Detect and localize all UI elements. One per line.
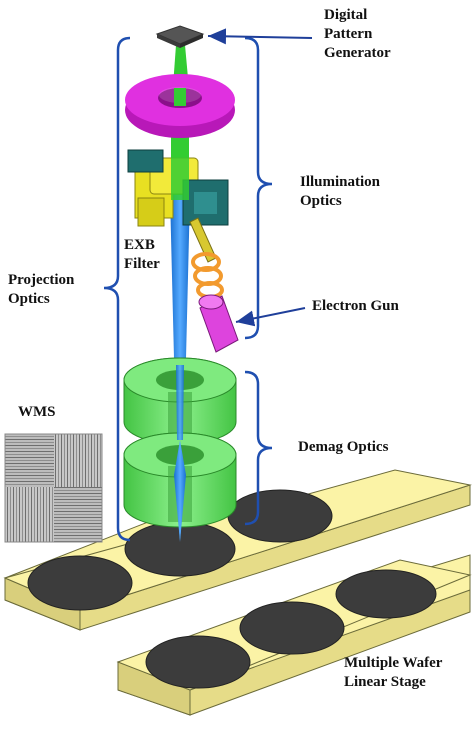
wms-label: WMS [18,404,56,420]
electron-gun [198,294,239,353]
pattern-generator-arrow [207,28,313,45]
electron-gun-label: Electron Gun [312,298,399,314]
pattern-generator-chip [155,25,205,45]
illumination-optics-label: Illumination Optics [300,174,381,209]
wafer [145,635,251,689]
pattern-generator-chip-side [157,34,180,48]
demag-optics-label: Demag Optics [298,439,389,455]
projection-optics-bracket [103,36,131,542]
exb-filter-label: EXB Filter [124,237,160,272]
demag-optics-bracket [244,370,273,526]
electron-gun-arrow [235,307,306,327]
projection-optics-label: Projection Optics [8,272,75,307]
wafer [335,569,437,619]
wafer [227,489,333,543]
pattern-generator-chip-side [180,34,203,48]
wafer [239,601,345,655]
illumination-optics-bracket [244,36,273,340]
digital-pattern-generator-label: Digital Pattern Generator [324,7,391,61]
multiple-wafer-linear-stage-label: Multiple Wafer Linear Stage [344,655,443,690]
orange-rings [191,252,224,299]
exb-filter-teal-block [127,149,229,226]
wms-pattern-image [4,433,103,543]
wafer [27,555,133,611]
